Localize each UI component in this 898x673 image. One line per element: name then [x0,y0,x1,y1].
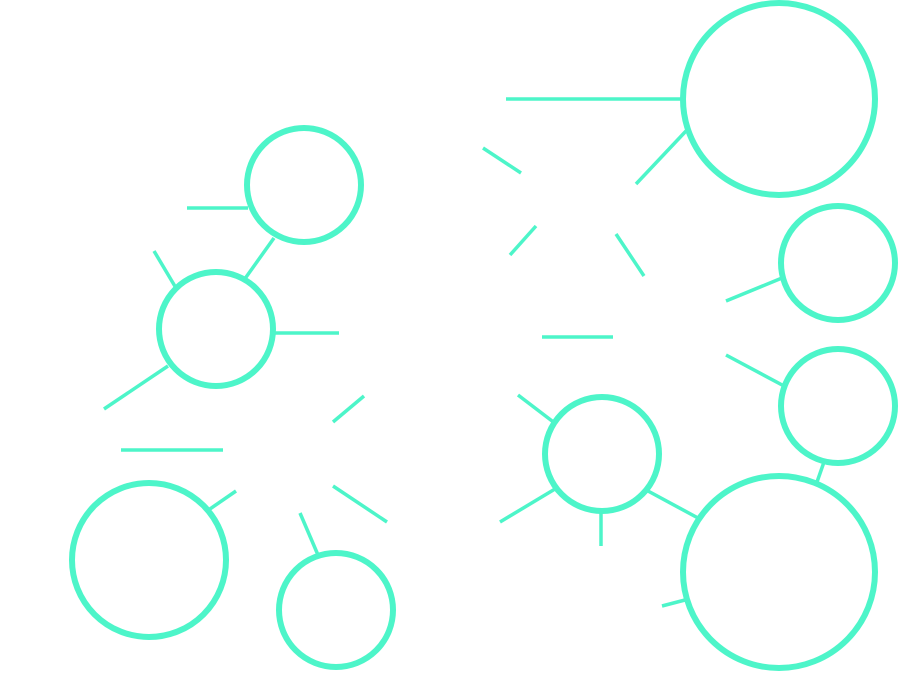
edge-7 [725,276,783,303]
edges-layer [103,97,826,608]
edge-3 [634,129,688,186]
edge-4 [508,224,538,257]
edge-16 [516,393,558,426]
nodes-layer [69,0,898,671]
node-left-middle [156,269,276,389]
node-top-right-large [680,0,878,198]
node-bottom-left-large [69,480,229,640]
edge-2 [482,146,522,175]
edge-13 [103,364,169,411]
edge-10 [242,236,276,282]
edge-19 [647,489,699,520]
edge-11 [152,250,178,289]
node-center-right [542,394,662,514]
edge-14 [331,394,366,424]
node-bottom-center [276,550,396,670]
edge-23 [298,512,320,556]
node-right-upper [778,203,898,323]
node-bottom-right-large [680,473,878,671]
edge-24 [332,484,388,524]
edge-17 [499,487,556,524]
edge-8 [725,353,785,388]
node-top-left [244,125,364,245]
edge-21 [661,598,686,608]
edge-5 [614,233,646,277]
edge-20 [815,461,826,483]
node-right-lower [778,346,898,466]
edge-22 [206,489,237,513]
